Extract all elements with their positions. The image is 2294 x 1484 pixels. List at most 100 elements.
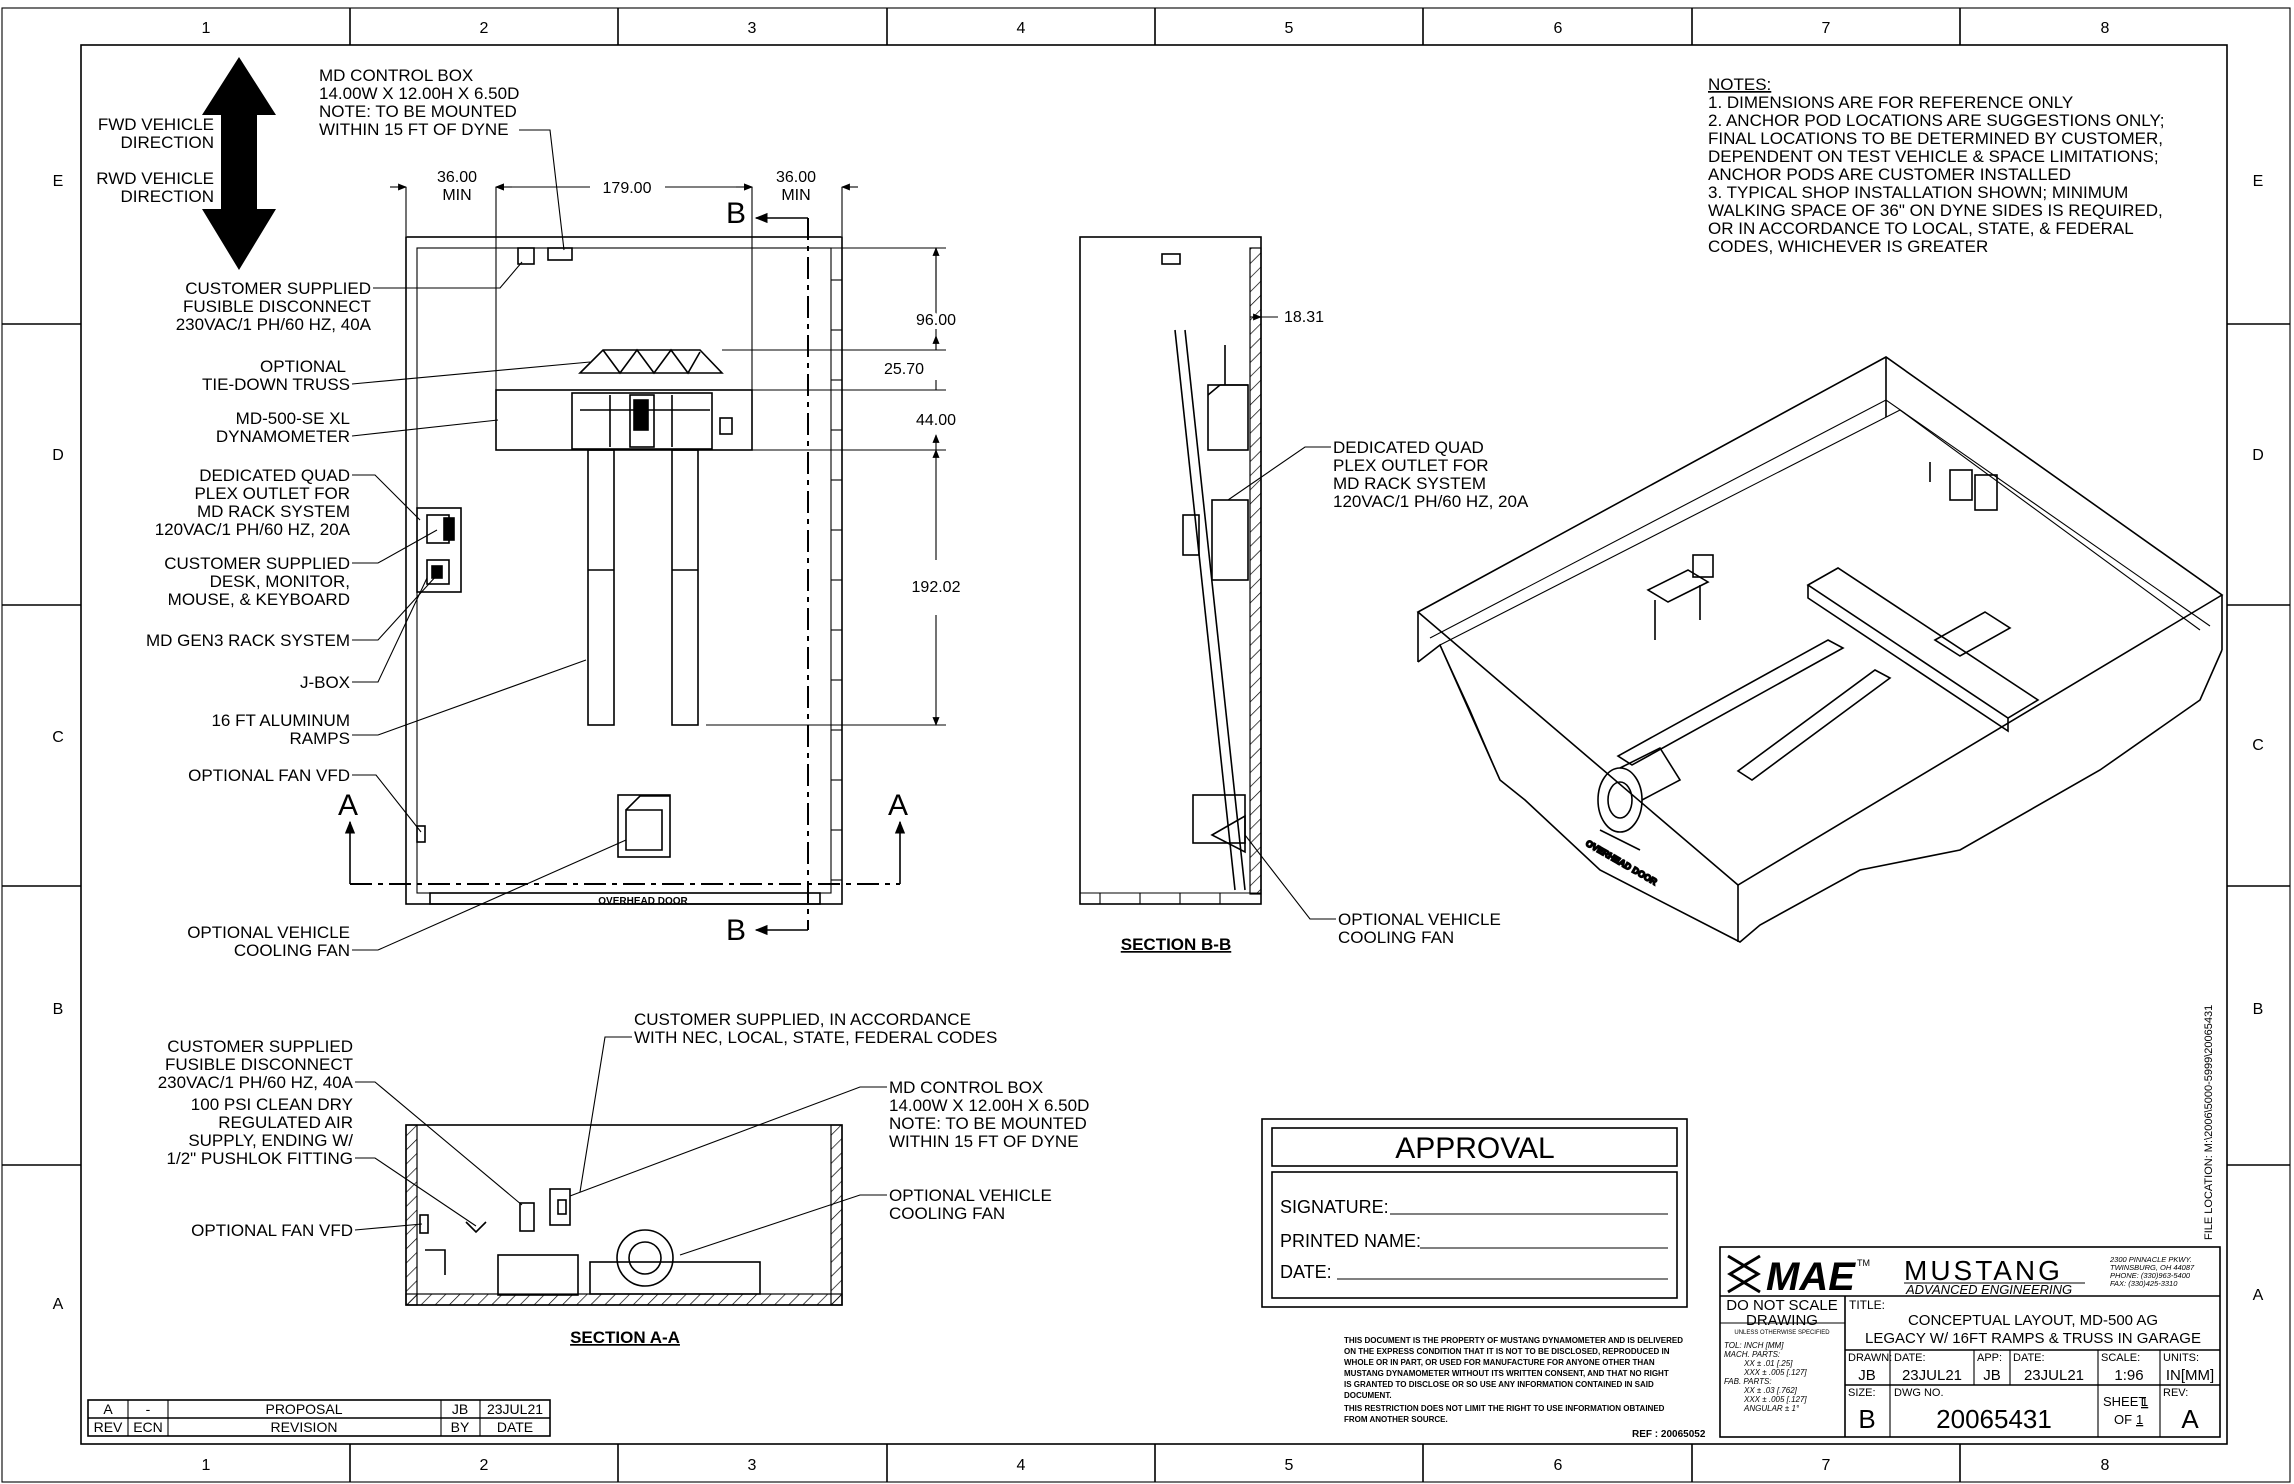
notes-title: NOTES: — [1708, 75, 1771, 94]
drawing-word: DRAWING — [1746, 1312, 1818, 1329]
iso-back-wall — [1417, 357, 2223, 942]
address-3: PHONE: (330)963-5400 — [2110, 1271, 2191, 1280]
dwg-label: DWG NO. — [1894, 1387, 1944, 1399]
approval-title: APPROVAL — [1395, 1132, 1555, 1165]
rev-header-by: BY — [451, 1419, 470, 1435]
iso-floor — [1417, 643, 2223, 943]
garage-walls-inner — [416, 247, 832, 894]
dim-right-min: 36.00 — [776, 169, 816, 186]
note-line-2: 2. ANCHOR POD LOCATIONS ARE SUGGESTIONS … — [1708, 111, 2164, 130]
zone-row-d: D — [52, 447, 64, 464]
rev-header-date: DATE — [497, 1419, 533, 1435]
note-line-7: WALKING SPACE OF 36" ON DYNE SIDES IS RE… — [1708, 201, 2163, 220]
zone-labels: 1 2 3 4 5 6 7 8 1 2 3 4 5 6 7 8 E D C B … — [52, 20, 2264, 1474]
section-a-letter-left: A — [338, 789, 358, 822]
tol-8: ANGULAR ± 1° — [1743, 1404, 1800, 1413]
of-label: OF — [2114, 1412, 2132, 1427]
app-value: JB — [1983, 1367, 2001, 1384]
date2-label: DATE: — [2013, 1352, 2045, 1364]
disconnect-box — [517, 247, 535, 265]
mae-logo: MAE TM — [1727, 1254, 1870, 1299]
title-block: MAE TM MUSTANG ADVANCED ENGINEERING 2300… — [1719, 1005, 2221, 1438]
bb-fan-2: COOLING FAN — [1338, 928, 1454, 947]
address-2: TWINSBURG, OH 44087 — [2110, 1263, 2195, 1272]
zone-col-4-bottom: 4 — [1017, 1457, 1026, 1474]
dim-left-min-label: MIN — [442, 187, 471, 204]
plan-dyno-2: DYNAMOMETER — [216, 427, 350, 446]
plan-desk-3: MOUSE, & KEYBOARD — [168, 590, 350, 609]
note-line-3: FINAL LOCATIONS TO BE DETERMINED BY CUST… — [1708, 129, 2163, 148]
zone-col-3: 3 — [748, 20, 757, 37]
plan-outlet-4: 120VAC/1 PH/60 HZ, 20A — [155, 520, 351, 539]
rev-header-rev: REV — [94, 1419, 123, 1435]
zone-col-8: 8 — [2101, 20, 2110, 37]
iso-dyno — [1806, 567, 2040, 733]
rev-row-ecn: - — [146, 1401, 151, 1417]
overhead-door-label: OVERHEAD DOOR — [598, 896, 688, 907]
plan-rack: MD GEN3 RACK SYSTEM — [146, 631, 350, 650]
legal-notice: THIS DOCUMENT IS THE PROPERTY OF MUSTANG… — [1344, 1336, 1706, 1440]
outer-frame — [1, 7, 2291, 1483]
section-bb: 18.31 DEDICATED QUAD PLEX OUTLET FOR MD … — [1079, 236, 1529, 954]
dim-44: 44.00 — [916, 412, 956, 429]
company-name: MUSTANG — [1904, 1255, 2063, 1286]
plan-truss-1: OPTIONAL — [260, 357, 346, 376]
note-line-9: CODES, WHICHEVER IS GREATER — [1708, 237, 1988, 256]
tie-down-truss — [578, 348, 724, 375]
plan-dims-horizontal — [390, 183, 858, 390]
rwd-direction-label-2: DIRECTION — [121, 187, 215, 206]
fwd-direction-label-2: DIRECTION — [121, 133, 215, 152]
zone-col-5-bottom: 5 — [1285, 1457, 1294, 1474]
aa-control-4: WITHIN 15 FT OF DYNE — [889, 1132, 1079, 1151]
section-aa-wall-right — [830, 1124, 843, 1306]
tol-3: XX ± .01 [.25] — [1743, 1359, 1793, 1368]
sheet-label: SHEET — [2103, 1394, 2146, 1409]
legal-line-8: FROM ANOTHER SOURCE. — [1344, 1415, 1448, 1424]
section-aa: SECTION A-A CUSTOMER SUPPLIED, IN ACCORD… — [158, 1010, 1090, 1347]
notes: NOTES: 1. DIMENSIONS ARE FOR REFERENCE O… — [1708, 75, 2164, 256]
note-line-5: ANCHOR PODS ARE CUSTOMER INSTALLED — [1708, 165, 2071, 184]
iso-ramps — [1616, 639, 1892, 781]
tol-2: MACH. PARTS: — [1724, 1350, 1780, 1359]
dim-width: 179.00 — [603, 180, 652, 197]
zone-row-e: E — [53, 173, 64, 190]
approval-signature-label: SIGNATURE: — [1280, 1197, 1389, 1217]
unless-specified: UNLESS OTHERWISE SPECIFIED — [1734, 1330, 1830, 1336]
plan-cooling-fan-1: OPTIONAL VEHICLE — [187, 923, 350, 942]
zone-col-5: 5 — [1285, 20, 1294, 37]
dim-right-min-label: MIN — [781, 187, 810, 204]
section-aa-title: SECTION A-A — [570, 1328, 680, 1347]
iso-door-label: OVERHEAD DOOR — [1584, 838, 1659, 887]
zone-col-2: 2 — [480, 20, 489, 37]
zone-col-4: 4 — [1017, 20, 1026, 37]
dim-96: 96.00 — [916, 312, 956, 329]
do-not-scale: DO NOT SCALE — [1726, 1297, 1837, 1314]
legal-line-4: MUSTANG DYNAMOMETER WITHOUT ITS WRITTEN … — [1344, 1369, 1669, 1378]
rev-row-rev: A — [103, 1401, 113, 1417]
logo-tm: TM — [1857, 1258, 1870, 1268]
rev-value: A — [2181, 1404, 2199, 1434]
plan-ramps-1: 16 FT ALUMINUM — [211, 711, 350, 730]
dim-192: 192.02 — [912, 579, 961, 596]
rev-row-date: 23JUL21 — [487, 1401, 543, 1417]
aa-air-3: SUPPLY, ENDING W/ — [188, 1131, 353, 1150]
plan-outlet-3: MD RACK SYSTEM — [197, 502, 350, 521]
address-1: 2300 PINNACLE PKWY. — [2109, 1255, 2192, 1264]
leader-control-box — [519, 129, 565, 251]
bb-outlet-4: 120VAC/1 PH/60 HZ, 20A — [1333, 492, 1529, 511]
iso-desk — [1646, 554, 1714, 640]
iso-fan — [1597, 746, 1682, 851]
aa-control-2: 14.00W X 12.00H X 6.50D — [889, 1096, 1089, 1115]
dim-96-bg: 96.00 — [916, 312, 956, 329]
units-value: IN[MM] — [2166, 1367, 2214, 1384]
tol-1: TOL: INCH [MM] — [1724, 1341, 1784, 1350]
plan-dyno-1: MD-500-SE XL — [236, 409, 350, 428]
drawing-title-1: CONCEPTUAL LAYOUT, MD-500 AG — [1908, 1312, 2158, 1329]
scale-label: SCALE: — [2101, 1352, 2140, 1364]
zone-row-e-right: E — [2253, 173, 2264, 190]
plan-control-box-2: 14.00W X 12.00H X 6.50D — [319, 84, 519, 103]
plan-outlet-1: DEDICATED QUAD — [199, 466, 350, 485]
aluminum-ramps — [587, 449, 699, 726]
inner-frame — [80, 44, 2228, 1445]
